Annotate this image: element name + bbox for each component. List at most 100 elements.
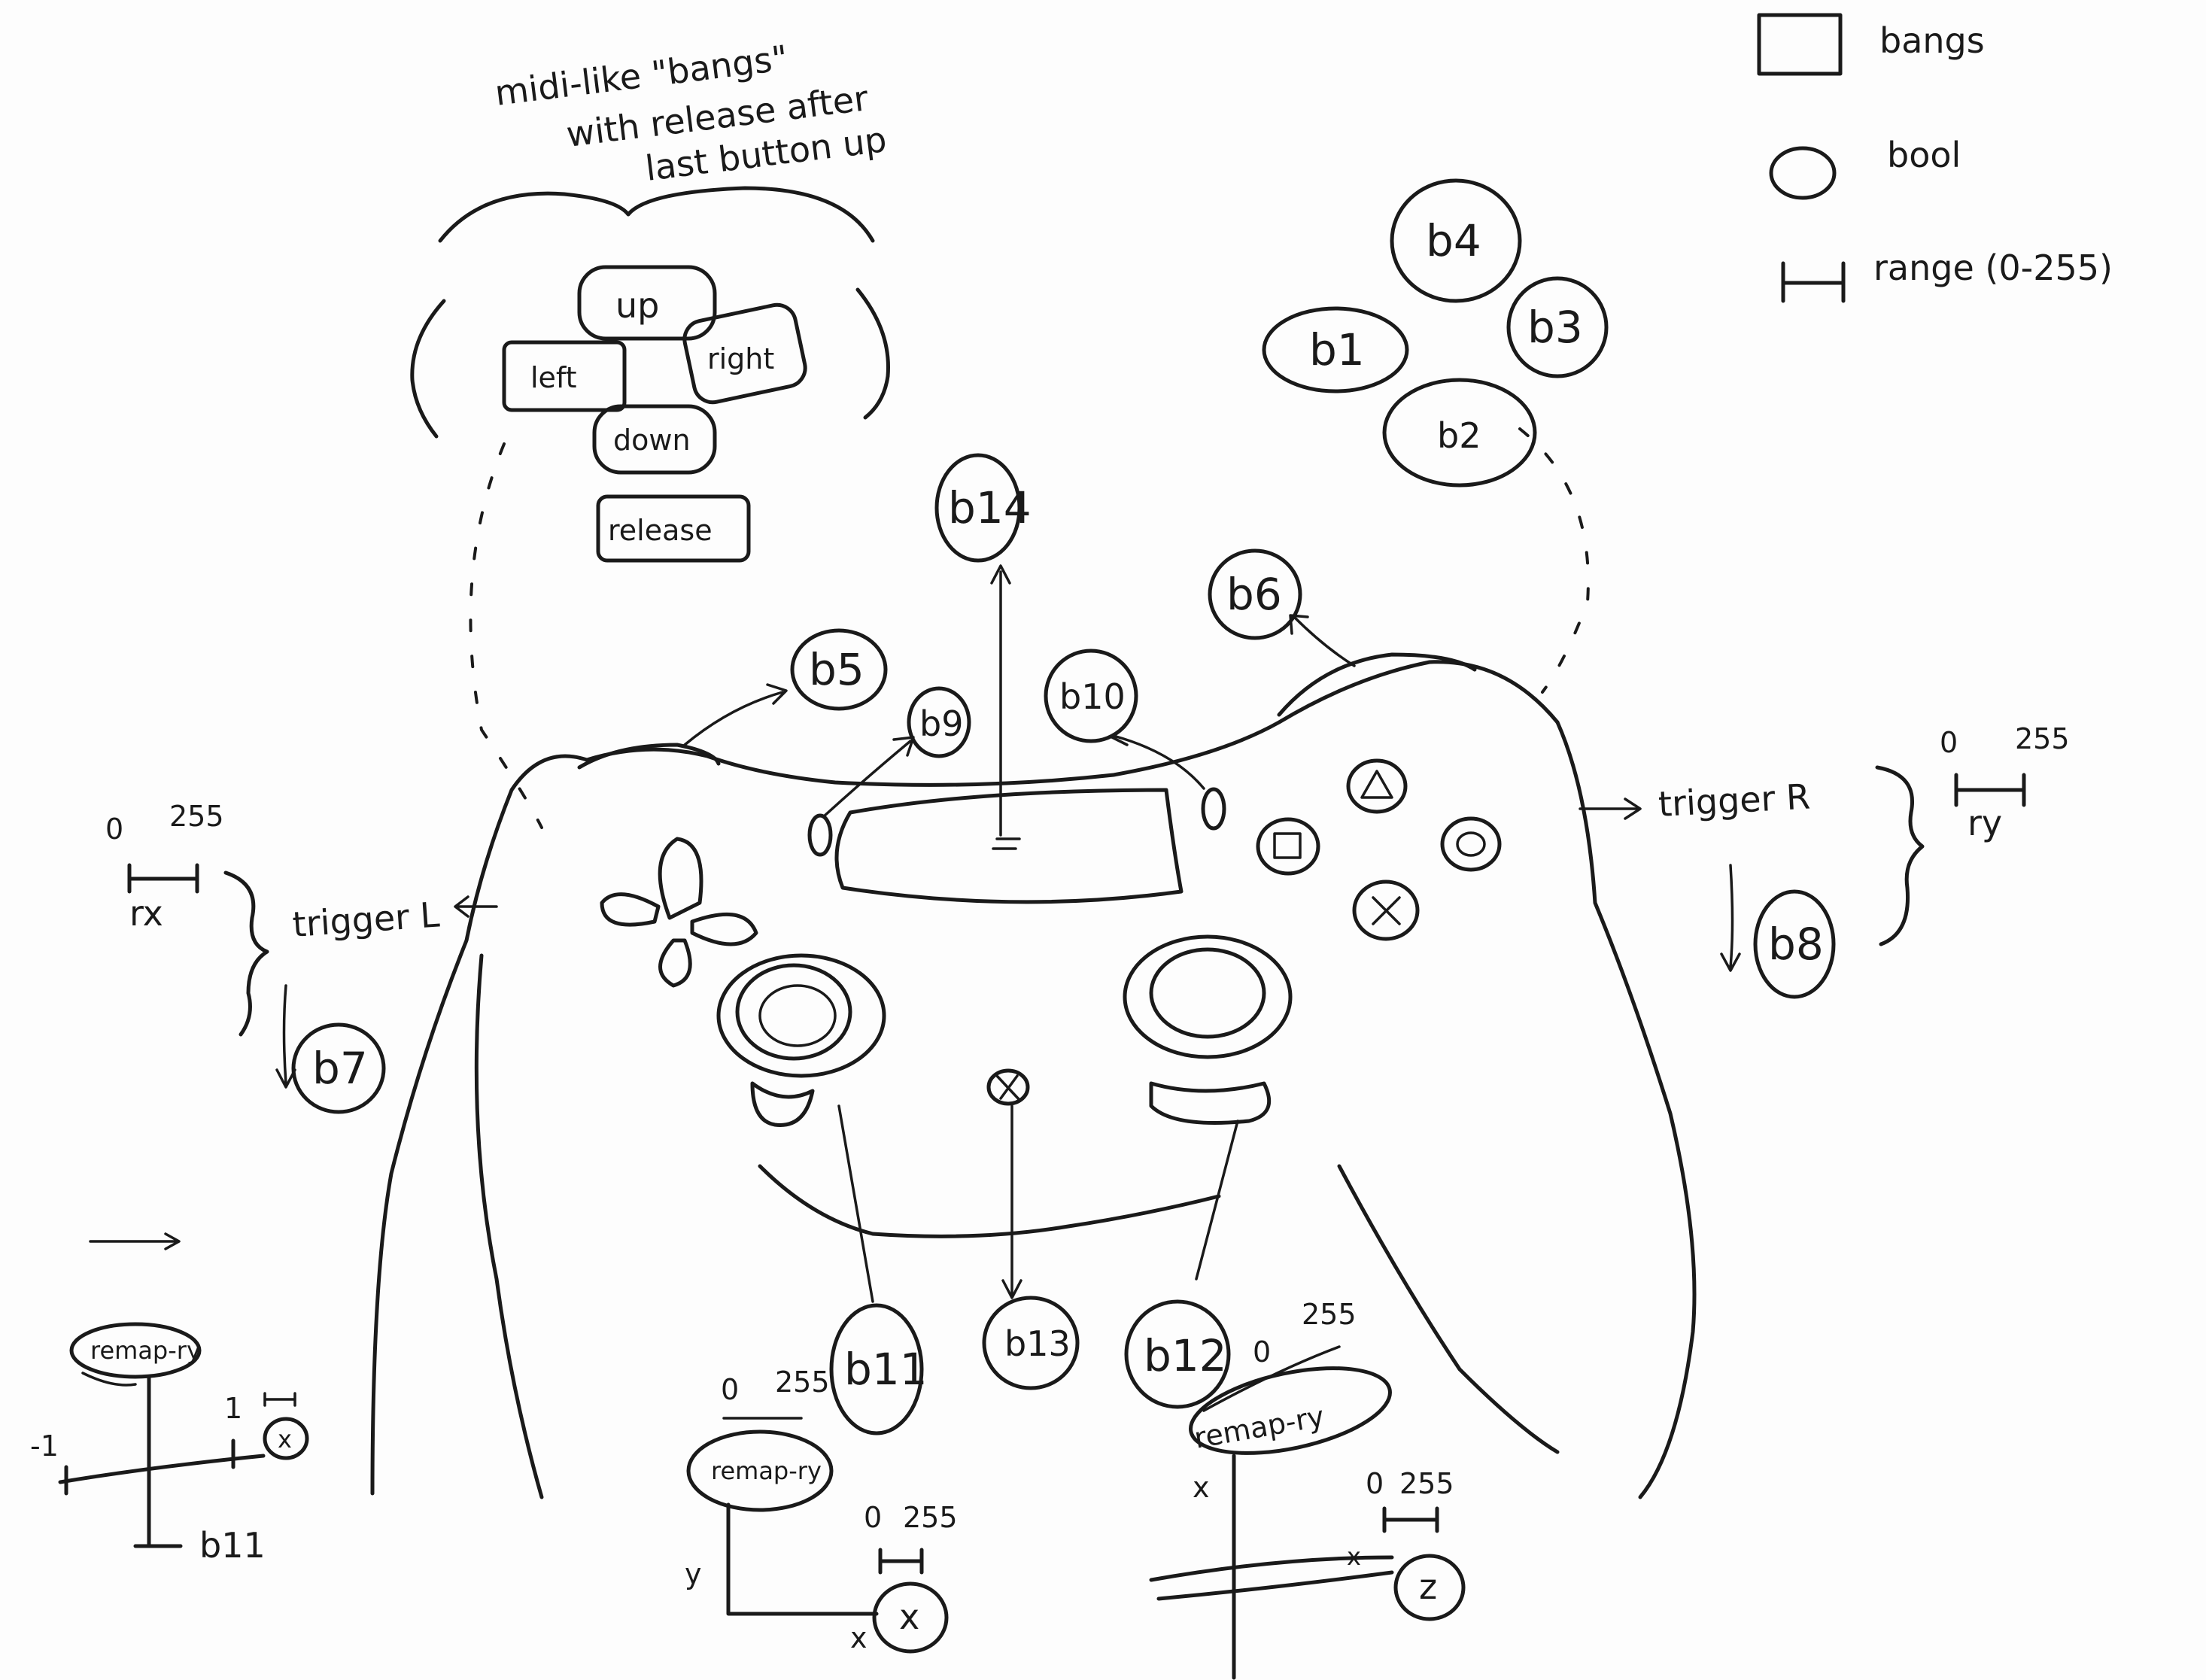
dpad-paren-left xyxy=(412,301,444,436)
trigger-left-group: trigger L 0 255 rx xyxy=(105,800,441,1034)
share-button[interactable] xyxy=(810,816,831,855)
right-stick[interactable] xyxy=(1125,937,1290,1123)
line-b11 xyxy=(839,1106,873,1302)
left-out-label: x xyxy=(899,1596,919,1637)
left-out-max: 255 xyxy=(903,1501,958,1534)
left-out-min: 0 xyxy=(864,1501,882,1534)
trigger-right-range-bar xyxy=(1956,775,2024,805)
legend-range-bar-icon xyxy=(1783,263,1843,301)
ps-icon xyxy=(997,1076,1019,1100)
square-button[interactable] xyxy=(1258,819,1318,873)
dpad-left-label: left xyxy=(530,361,577,394)
trigger-right-min: 0 xyxy=(1940,726,1958,759)
dpad-on-body[interactable] xyxy=(602,839,756,986)
b5-label: b5 xyxy=(809,644,864,695)
right-out-max: 255 xyxy=(1399,1467,1454,1500)
left-out-range-bar xyxy=(880,1550,922,1572)
corner-remap-example: remap-ry -1 1 x b11 xyxy=(30,1234,307,1566)
dpad-down-label: down xyxy=(613,424,691,457)
corner-bottom-label: b11 xyxy=(199,1525,266,1566)
corner-pos-label: 1 xyxy=(224,1392,242,1425)
shell-right-outline xyxy=(1557,722,1694,1497)
right-stick-cap[interactable] xyxy=(1151,949,1264,1037)
left-remap-max: 255 xyxy=(775,1366,830,1399)
left-remap-axes xyxy=(728,1505,877,1614)
face-buttons-detail: b4 b1 b3 b2 xyxy=(1264,181,1606,485)
corner-out-label: x xyxy=(278,1425,292,1454)
face-leader-dashed xyxy=(1520,429,1588,692)
legend-bangs-label: bangs xyxy=(1879,20,1985,61)
note-brace xyxy=(440,188,873,241)
right-remap-min: 0 xyxy=(1253,1335,1271,1369)
right-remap-axis-x: x xyxy=(1193,1471,1210,1504)
trigger-left-brace xyxy=(226,873,267,1034)
corner-range-arrow xyxy=(90,1234,179,1249)
touchpad-center-mark xyxy=(993,839,1019,849)
ps-button[interactable] xyxy=(989,1071,1028,1104)
dpad-detail: up left right down release xyxy=(412,267,889,561)
left-remap-label: remap-ry xyxy=(711,1457,822,1485)
trigger-left-label: trigger L xyxy=(291,894,441,945)
left-stick-remap: 0 255 remap-ry y x 0 255 x xyxy=(685,1366,958,1654)
legend-bangs-box-icon xyxy=(1759,15,1840,74)
left-stick[interactable] xyxy=(719,955,884,1125)
b14-label: b14 xyxy=(948,482,1032,533)
left-remap-axis-y: y xyxy=(685,1557,702,1590)
circle-button[interactable] xyxy=(1442,819,1500,870)
shell-lower-mid xyxy=(760,1166,1219,1236)
trigger-left-max: 255 xyxy=(169,800,224,833)
b7-label: b7 xyxy=(312,1043,368,1094)
triangle-button[interactable] xyxy=(1348,761,1405,812)
button-labels: b14 b5 b9 b10 b6 b8 b7 b11 b13 b12 xyxy=(293,455,1834,1433)
left-remap-min: 0 xyxy=(721,1373,739,1406)
corner-vert-axis xyxy=(135,1377,181,1546)
dpad-body-down[interactable] xyxy=(661,940,691,986)
shell-right-grip-inner xyxy=(1339,1166,1557,1452)
callout-arrows xyxy=(277,566,1740,1302)
left-remap-axis-x: x xyxy=(850,1621,868,1654)
face-button-top-label: b4 xyxy=(1426,215,1481,266)
b12-label: b12 xyxy=(1144,1330,1227,1381)
legend-bool-label: bool xyxy=(1887,135,1961,175)
right-remap-out-axis: x xyxy=(1347,1542,1361,1571)
square-icon xyxy=(1275,834,1300,858)
trigger-left-range-bar xyxy=(129,865,197,892)
trigger-right-label: trigger R xyxy=(1658,776,1811,824)
trigger-right-brace xyxy=(1877,767,1922,944)
dpad-body-left[interactable] xyxy=(602,895,658,925)
legend: bangs bool range (0-255) xyxy=(1759,15,2113,301)
right-out-min: 0 xyxy=(1366,1467,1384,1500)
shell-left-grip-inner xyxy=(476,955,542,1497)
right-stick-base xyxy=(1151,1083,1269,1123)
trigger-left-min: 0 xyxy=(105,813,123,846)
legend-range-label: range (0-255) xyxy=(1873,248,2113,288)
arrow-b8 xyxy=(1721,865,1740,971)
right-remap-max: 255 xyxy=(1302,1298,1357,1331)
dpad-right-label: right xyxy=(707,342,774,375)
dpad-paren-right xyxy=(858,290,889,418)
b9-label: b9 xyxy=(919,703,963,744)
touchpad[interactable] xyxy=(837,790,1181,902)
arrow-b13 xyxy=(1003,1106,1021,1298)
corner-remap-label: remap-ry xyxy=(90,1336,201,1365)
triangle-icon xyxy=(1362,771,1392,797)
face-button-bottom-label: b2 xyxy=(1437,415,1481,456)
dpad-body-right[interactable] xyxy=(692,914,756,944)
bangs-note: midi-like "bangs" with release after las… xyxy=(440,38,889,241)
circle-icon xyxy=(1457,833,1484,855)
left-stick-base xyxy=(752,1083,813,1125)
face-button-left-label: b1 xyxy=(1309,324,1365,375)
face-buttons-on-body[interactable] xyxy=(1258,761,1500,939)
cross-icon xyxy=(1373,898,1399,924)
dpad-body-up[interactable] xyxy=(660,839,701,918)
left-stick-scribble xyxy=(760,986,835,1046)
arrow-b6 xyxy=(1290,615,1354,666)
options-button[interactable] xyxy=(1203,789,1224,828)
trigger-right-axis: ry xyxy=(1967,803,2002,843)
trigger-left-axis: rx xyxy=(129,893,163,934)
right-out-label: z xyxy=(1419,1566,1437,1607)
face-button-right-label: b3 xyxy=(1527,302,1583,353)
right-out-range-bar xyxy=(1384,1508,1437,1531)
